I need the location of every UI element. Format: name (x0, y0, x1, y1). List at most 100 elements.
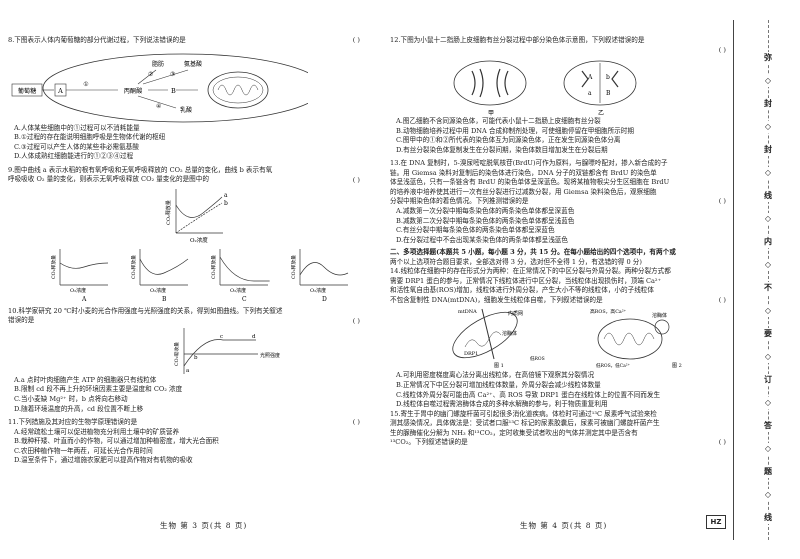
q10-option-a[interactable]: A.a 点时叶肉细胞产生 ATP 的细胞器只有线粒体 (14, 375, 157, 384)
svg-text:O₂浓度: O₂浓度 (310, 287, 326, 294)
q13-option-a[interactable]: A.减数第一次分裂中期每条染色体的两条染色单体都呈深蓝色 (396, 207, 575, 216)
svg-text:高ROS，高Ca²⁺: 高ROS，高Ca²⁺ (590, 308, 627, 315)
svg-text:D: D (322, 296, 327, 303)
q8-option-b[interactable]: B.①过程的存在能说明细胞呼吸是生物体代谢的枢纽 (14, 133, 166, 142)
svg-text:B: B (162, 296, 167, 303)
q13-option-d[interactable]: D.在分裂过程中不会出现某条染色体的两条单体都呈浅蓝色 (396, 235, 568, 244)
q14-option-b[interactable]: B.正常情况下中区分裂可增加线粒体数量，外周分裂会减少线粒体数量 (396, 381, 601, 390)
diamond-icon: ◇ (763, 443, 773, 455)
svg-text:①: ① (83, 81, 88, 88)
cell-yi (563, 60, 637, 106)
cell-outline (42, 53, 308, 122)
q11-options: A.经常疏松土壤可以促进植物充分利用土壤中的矿质营养 B.栽种秆矮、叶直而小的作… (8, 428, 360, 466)
svg-text:A: A (81, 296, 87, 303)
svg-text:③: ③ (170, 71, 175, 78)
q10-option-c[interactable]: C.当小麦缺 Mg²⁺ 时，b 点将向右移动 (14, 395, 128, 404)
svg-text:B: B (606, 90, 611, 97)
diamond-icon: ◇ (763, 397, 773, 409)
q8-metabolism-figure: 葡萄糖 A ① 丙酮酸 B 脂肪 氨基酸 ② ③ 乳酸 ④ (11, 53, 308, 122)
q13-option-c[interactable]: C.有丝分裂中期每条染色体的两条染色单体都呈深蓝色 (396, 226, 555, 235)
q8-option-d[interactable]: D.人体成熟红细胞能进行的①②③④过程 (14, 152, 134, 161)
q8-options: A.人体某些细胞中的①过程可以不消耗能量 B.①过程的存在能说明细胞呼吸是生物体… (8, 124, 360, 162)
q11-option-b[interactable]: B.栽种秆矮、叶直而小的作物，可以通过增加种植密度，增大光合面积 (14, 437, 219, 446)
q14-option-c[interactable]: C.线粒体外周分裂可能由高 Ca²⁺、高 ROS 导致 DRP1 蛋白在线粒体上… (396, 390, 661, 399)
q12-chromosome-figure: 甲 A a b B 乙 (453, 60, 637, 117)
q14-option-d[interactable]: D.线粒体自噬过程需溶酶体合成的多种水解酶的参与，利于物质重复利用 (396, 400, 608, 409)
page-footer-right: 生物 第 4 页(共 8 页) (520, 521, 608, 530)
q9-graph-a[interactable]: CO₂释放量 O₂浓度 A (50, 248, 109, 303)
q11-option-d[interactable]: D.温室条件下，通过增施农家肥可以提高作物对有机物的吸收 (14, 456, 193, 465)
binding-char: 题 (761, 466, 775, 478)
svg-text:乙: 乙 (598, 110, 604, 117)
question-11: 11.下列措施及其对应的生物学原理错误的是 ( ) (8, 418, 360, 427)
svg-text:低ROS，低Ca²⁺: 低ROS，低Ca²⁺ (596, 362, 631, 369)
binding-char: 要 (761, 328, 775, 340)
q13-option-b[interactable]: B.减数第二次分裂中期每条染色体的两条染色单体都呈浅蓝色 (396, 216, 575, 225)
q11-option-c[interactable]: C.农田种植作物一年两茬，可延长光合作用时间 (14, 446, 153, 455)
svg-text:B: B (171, 87, 176, 95)
label-glucose: 葡萄糖 (18, 87, 37, 95)
section-multiple-choice-header: 二、多项选择题(本题共 5 小题，每小题 3 分，共 15 分。在每小题给出的四… (390, 248, 676, 266)
diamond-icon: ◇ (763, 351, 773, 363)
curve-b (175, 202, 223, 234)
q9-option-graphs: CO₂释放量 O₂浓度 A CO₂释放量 O₂浓度 B CO₂释放量 O₂浓度 … (50, 248, 349, 303)
q8-option-c[interactable]: C.③过程可以产生人体的某些非必需氨基酸 (14, 142, 139, 151)
svg-text:CO₂释放量: CO₂释放量 (130, 255, 137, 279)
q8-option-a[interactable]: A.人体某些细胞中的①过程可以不消耗能量 (14, 123, 140, 132)
diamond-icon: ◇ (763, 489, 773, 501)
svg-text:DRP1: DRP1 (464, 351, 478, 357)
q14-options: A.可利用密度梯度离心法分离出线粒体，在高倍镜下观察其分裂情况 B.正常情况下中… (390, 371, 726, 409)
figure-1: mtDNA 内质网 溶酶体 DRP1 图 1 低ROS (452, 309, 545, 369)
svg-text:A: A (57, 87, 63, 95)
svg-text:a: a (588, 90, 592, 97)
svg-text:mtDNA: mtDNA (458, 309, 477, 315)
q12-option-c[interactable]: C.图甲中的①和②所代表的染色体互为同源染色体，正在发生同源染色体分离 (396, 136, 621, 145)
q12-option-d[interactable]: D.有丝分裂染色体复制发生在分裂间期，染色体数目增加发生在分裂后期 (396, 145, 608, 154)
svg-text:光照强度: 光照强度 (260, 352, 280, 359)
svg-text:a: a (224, 192, 228, 199)
svg-text:O₂浓度: O₂浓度 (70, 287, 86, 294)
binding-dashed-line (768, 20, 769, 540)
q11-option-a[interactable]: A.经常疏松土壤可以促进植物充分利用土壤中的矿质营养 (14, 427, 180, 436)
svg-text:O₂浓度: O₂浓度 (190, 236, 208, 244)
page-footer-left: 生物 第 3 页(共 8 页) (160, 521, 248, 530)
question-13: 13.在 DNA 复制时，5-溴尿嘧啶脱氧核苷(BrdU)可作为原料，与腺嘌呤配… (390, 159, 726, 206)
curve-a (175, 196, 223, 218)
svg-text:图 1: 图 1 (494, 363, 504, 369)
diamond-icon: ◇ (763, 213, 773, 225)
question-14: 14.线粒体在细胞中的存在形式分为两种：在正常情况下的中区分裂与外周分裂。两种分… (390, 267, 726, 304)
q12-option-a[interactable]: A.图乙细胞不含同源染色体，可能代表小鼠十二指肠上皮细胞有丝分裂 (396, 117, 601, 126)
q14-option-a[interactable]: A.可利用密度梯度离心法分离出线粒体，在高倍镜下观察其分裂情况 (396, 371, 595, 380)
svg-text:a: a (186, 368, 190, 374)
q12-option-b[interactable]: B.动物细胞培养过程中用 DNA 合成抑制剂处理，可使细胞停留在甲细胞所示时期 (396, 126, 634, 135)
diamond-icon: ◇ (763, 121, 773, 133)
figure-2: 高ROS，高Ca²⁺ 溶酶体 图 2 低ROS，低Ca²⁺ (590, 308, 682, 369)
binding-edge-line (733, 20, 734, 540)
q10-option-b[interactable]: B.限制 cd 段不再上升的环境因素主要是温度和 CO₂ 浓度 (14, 385, 183, 394)
svg-text:甲: 甲 (488, 110, 494, 117)
label-fat: 脂肪 (152, 60, 164, 68)
svg-text:b: b (194, 355, 198, 361)
q9-graph-c[interactable]: CO₂释放量 O₂浓度 C (210, 248, 270, 303)
svg-text:溶酶体: 溶酶体 (652, 312, 667, 319)
svg-text:图 2: 图 2 (672, 363, 682, 369)
svg-text:d: d (252, 334, 256, 340)
svg-text:②: ② (148, 71, 153, 78)
svg-text:溶酶体: 溶酶体 (502, 330, 517, 337)
q14-mitochondria-figure: mtDNA 内质网 溶酶体 DRP1 图 1 低ROS 高ROS，高Ca²⁺ 溶… (452, 308, 682, 369)
q10-light-curve: a b c d 光照强度 CO₂吸收量 (173, 327, 280, 374)
q9-graph-d[interactable]: CO₂释放量 O₂浓度 D (290, 248, 349, 303)
binding-char: 线 (761, 512, 775, 524)
diamond-icon: ◇ (763, 75, 773, 87)
q10-option-d[interactable]: D.随着环境温度的升高，cd 段位置不断上移 (14, 404, 144, 413)
svg-text:A: A (587, 74, 593, 81)
svg-text:c: c (220, 334, 223, 340)
svg-text:CO₂释放量: CO₂释放量 (210, 255, 217, 279)
binding-char: 线 (761, 190, 775, 202)
label-pyruvate: 丙酮酸 (124, 87, 143, 95)
paper-code-badge: HZ (706, 515, 726, 529)
q9-graph-b[interactable]: CO₂释放量 O₂浓度 B (130, 248, 189, 303)
diamond-icon: ◇ (763, 259, 773, 271)
question-12: 12.下图为小鼠十二指肠上皮细胞有丝分裂过程中部分染色体示意图，下列叙述错误的是 (390, 36, 645, 44)
binding-char: 订 (761, 374, 775, 386)
